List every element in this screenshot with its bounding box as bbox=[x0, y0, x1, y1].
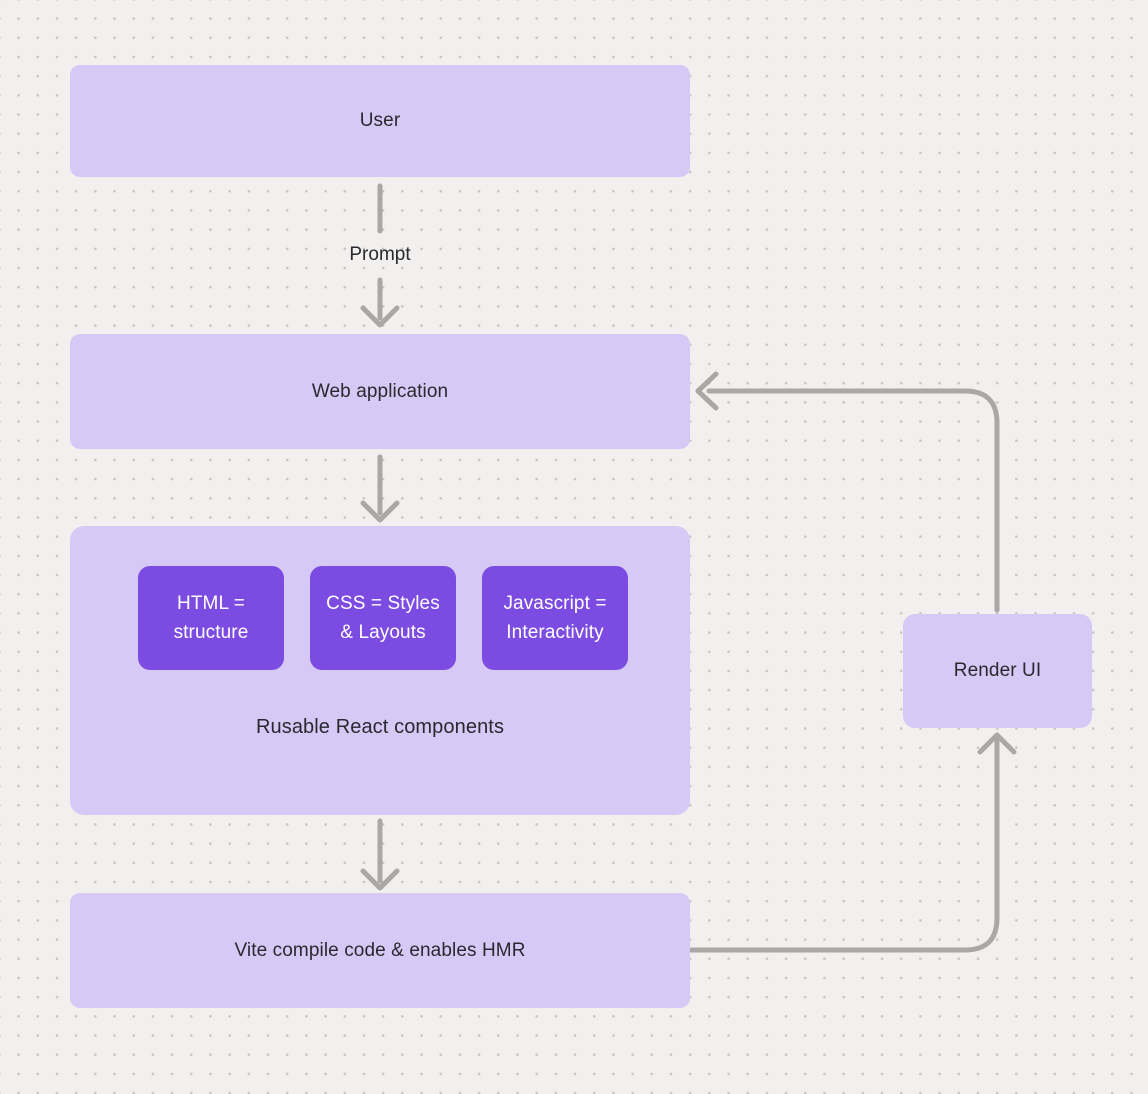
connector-web-to-components[interactable] bbox=[360, 454, 400, 523]
node-web-application-label: Web application bbox=[311, 380, 449, 402]
connector-vite-to-renderui[interactable] bbox=[688, 732, 1017, 953]
connector-components-to-vite[interactable] bbox=[360, 818, 400, 891]
components-chip-row: HTML = structure CSS = Styles & Layouts … bbox=[138, 566, 628, 670]
chip-javascript-label: Javascript = Interactivity bbox=[503, 593, 607, 643]
node-user[interactable]: User bbox=[70, 65, 690, 177]
node-web-application[interactable]: Web application bbox=[70, 334, 690, 449]
node-render-ui-label: Render UI bbox=[953, 660, 1042, 681]
node-user-label: User bbox=[359, 110, 401, 131]
components-group-label: Rusable React components bbox=[255, 716, 505, 738]
node-vite-label: Vite compile code & enables HMR bbox=[234, 939, 526, 961]
chip-css[interactable]: CSS = Styles & Layouts bbox=[310, 566, 456, 670]
connector-user-to-web[interactable] bbox=[360, 183, 400, 328]
chip-css-label: CSS = Styles & Layouts bbox=[326, 593, 440, 643]
chip-html[interactable]: HTML = structure bbox=[138, 566, 284, 670]
connector-renderui-to-web[interactable] bbox=[695, 371, 1000, 613]
node-components-group[interactable]: HTML = structure CSS = Styles & Layouts … bbox=[70, 526, 690, 815]
node-render-ui[interactable]: Render UI bbox=[903, 614, 1092, 728]
node-vite[interactable]: Vite compile code & enables HMR bbox=[70, 893, 690, 1008]
edge-label-prompt[interactable]: Prompt bbox=[349, 244, 411, 265]
chip-html-label: HTML = structure bbox=[173, 593, 249, 643]
chip-javascript[interactable]: Javascript = Interactivity bbox=[482, 566, 628, 670]
